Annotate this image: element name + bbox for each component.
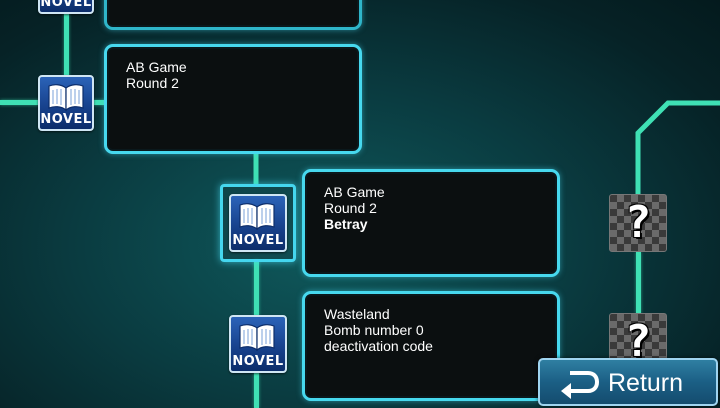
novel-node-label: NOVEL <box>232 354 284 369</box>
return-button[interactable]: Return <box>538 358 718 406</box>
card-top-partial[interactable] <box>104 0 362 30</box>
novel-node-label: NOVEL <box>40 112 92 127</box>
card-ab-game-round-2[interactable]: AB Game Round 2 <box>104 44 362 154</box>
card-line: AB Game <box>324 184 385 200</box>
card-wasteland[interactable]: Wasteland Bomb number 0 deactivation cod… <box>302 291 560 401</box>
return-button-label: Return <box>608 369 684 397</box>
open-book-icon <box>48 84 84 112</box>
card-line: Wasteland <box>324 306 390 322</box>
card-line: deactivation code <box>324 338 433 354</box>
open-book-icon <box>239 324 275 352</box>
open-book-icon <box>239 203 275 231</box>
question-mark-icon: ? <box>624 197 652 248</box>
card-line: Round 2 <box>126 75 179 91</box>
novel-node-label: NOVEL <box>40 0 92 10</box>
novel-node-round-2[interactable]: NOVEL <box>38 75 94 131</box>
card-line: Round 2 <box>324 200 377 216</box>
novel-node-label: NOVEL <box>232 233 284 248</box>
novel-node-betray[interactable]: NOVEL <box>229 194 287 252</box>
card-ab-game-betray[interactable]: AB Game Round 2 Betray <box>302 169 560 277</box>
novel-node-wasteland[interactable]: NOVEL <box>229 315 287 373</box>
novel-node-top[interactable]: NOVEL <box>38 0 94 14</box>
connector-line <box>254 260 259 316</box>
connector-line <box>636 252 641 314</box>
card-line: AB Game <box>126 59 187 75</box>
locked-node-upper[interactable]: ? <box>609 194 667 252</box>
connector-line <box>254 372 259 408</box>
card-line: Bomb number 0 <box>324 322 424 338</box>
return-arrow-icon <box>561 371 600 399</box>
card-line-bold: Betray <box>324 216 368 232</box>
connector-line <box>64 0 69 80</box>
